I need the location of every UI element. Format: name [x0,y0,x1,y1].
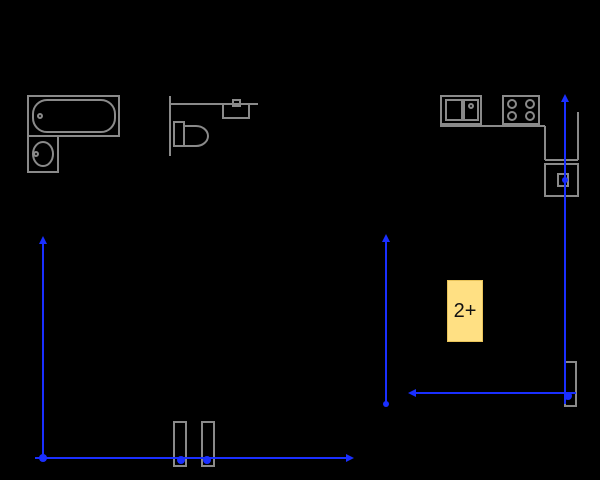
toilet-icon [169,96,258,156]
door-icon [173,361,577,467]
dimension-endpoints [39,177,572,464]
fridge-icon [544,163,579,197]
kitchen-counter [440,112,579,161]
stove-icon [502,95,540,125]
dimension-lines [35,94,576,462]
sink-icon [27,135,59,173]
kitchen-sink-icon [440,95,482,125]
bathtub-icon [27,95,120,137]
room-badge: 2+ [447,280,483,342]
